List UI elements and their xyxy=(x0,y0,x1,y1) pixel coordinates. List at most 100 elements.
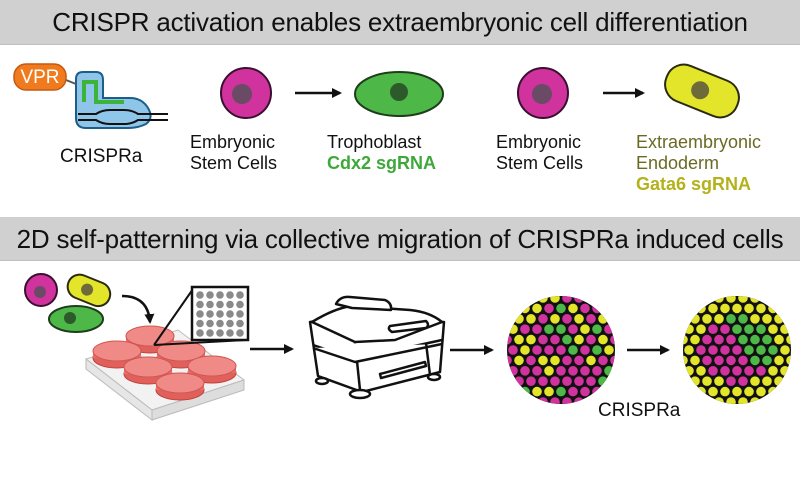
micropattern-dot xyxy=(206,300,214,309)
micropattern-dot xyxy=(226,319,234,328)
cell-dot xyxy=(550,397,560,404)
cell-dot xyxy=(574,314,584,324)
cell-dot xyxy=(774,376,784,387)
cell-dot xyxy=(568,324,578,335)
cell-dot xyxy=(520,386,530,397)
gata6-sgrna-label: Gata6 sgRNA xyxy=(636,174,752,194)
cell-dot xyxy=(762,314,772,324)
cell-dot xyxy=(756,303,766,314)
cell-dot xyxy=(720,366,730,376)
cell-dot xyxy=(598,314,608,324)
micropattern-dot xyxy=(196,291,204,299)
cell-dot xyxy=(598,376,608,387)
mixed-pattern-colony xyxy=(507,296,615,404)
cell-dot xyxy=(768,386,778,397)
crispra-icon: VPR xyxy=(13,63,168,129)
cell-dot xyxy=(756,386,766,397)
cell-dot xyxy=(508,345,518,355)
cell-dot xyxy=(544,324,554,335)
micropattern-dot xyxy=(196,319,204,328)
cell-dot xyxy=(580,345,590,355)
cell-dot xyxy=(580,366,590,376)
cell-dot xyxy=(586,314,596,324)
cell-dot xyxy=(514,334,524,345)
cell-dot xyxy=(592,366,602,376)
cell-dot xyxy=(544,386,554,397)
cell-dot xyxy=(690,355,700,366)
cell-dot xyxy=(732,366,742,376)
micropattern-dot xyxy=(206,310,214,318)
cell-dot xyxy=(714,397,724,404)
extraembryonic-endoderm-cell-icon xyxy=(66,273,112,308)
cell-dot xyxy=(708,303,718,314)
cell-dot xyxy=(562,296,572,303)
micropattern-dot xyxy=(206,329,214,337)
cell-dot xyxy=(544,303,554,314)
cell-dot xyxy=(550,314,560,324)
micropattern-dot xyxy=(216,300,224,309)
cell-dot xyxy=(598,334,608,345)
cell-dot xyxy=(696,303,706,314)
cell-dot xyxy=(738,334,748,345)
cell-dot xyxy=(526,376,536,387)
micropattern-dot xyxy=(196,329,204,337)
esc-label-line2: Stem Cells xyxy=(190,153,278,173)
endoderm-label: Extraembryonic Endoderm Gata6 sgRNA xyxy=(636,132,761,195)
micropattern-dot xyxy=(226,310,234,318)
cell-dot xyxy=(720,324,730,335)
cell-dot xyxy=(514,376,524,387)
cell-dot xyxy=(514,355,524,366)
panel1-title-banner: CRISPR activation enables extraembryonic… xyxy=(0,0,800,45)
cell-dot xyxy=(696,366,706,376)
cell-dot xyxy=(574,355,584,366)
embryonic-stem-cell-icon xyxy=(220,67,272,119)
cell-dot xyxy=(726,334,736,345)
cell-dot xyxy=(714,334,724,345)
cell-dot xyxy=(586,334,596,345)
cell-dot xyxy=(768,303,778,314)
vpr-label: VPR xyxy=(20,67,59,88)
cell-dot xyxy=(574,296,584,303)
micropattern-dot xyxy=(216,319,224,328)
cell-dot xyxy=(574,397,584,404)
cell-dot xyxy=(744,345,754,355)
cell-dot xyxy=(580,324,590,335)
cell-dot xyxy=(750,355,760,366)
crispra-label: CRISPRa xyxy=(60,146,143,167)
cell-dot xyxy=(750,314,760,324)
cell-dot xyxy=(568,345,578,355)
cell-dot xyxy=(586,376,596,387)
micropattern-dot xyxy=(236,319,244,328)
cell-dot xyxy=(562,376,572,387)
micropattern-dot xyxy=(236,291,244,299)
cell-dot xyxy=(726,314,736,324)
cell-dot xyxy=(526,314,536,324)
cell-dot xyxy=(780,366,790,376)
cell-dot xyxy=(507,355,512,366)
cell-dot xyxy=(562,314,572,324)
cell-dot xyxy=(520,366,530,376)
cell-dot xyxy=(732,386,742,397)
micropattern-dot xyxy=(196,300,204,309)
micropattern-dot xyxy=(206,291,214,299)
micropattern-dot xyxy=(216,329,224,337)
cell-dot xyxy=(532,303,542,314)
cell-dot xyxy=(738,314,748,324)
cell-dot xyxy=(580,386,590,397)
cell-dot xyxy=(683,355,688,366)
trophoblast-label: Trophoblast Cdx2 sgRNA xyxy=(327,132,436,174)
micropattern-grid xyxy=(196,291,244,337)
cell-dot xyxy=(720,303,730,314)
cell-dot xyxy=(562,397,572,404)
esc-label-a: Embryonic Stem Cells xyxy=(190,132,277,174)
cell-dot xyxy=(774,355,784,366)
cell-dot xyxy=(726,376,736,387)
esc-label-line1: Embryonic xyxy=(496,132,582,152)
curved-arrow-icon xyxy=(121,294,155,324)
cell-dot xyxy=(520,303,530,314)
cell-dot xyxy=(508,324,518,335)
cell-dot xyxy=(604,366,614,376)
micropattern-dot xyxy=(226,291,234,299)
cell-dot xyxy=(762,355,772,366)
micropattern-dot xyxy=(236,310,244,318)
